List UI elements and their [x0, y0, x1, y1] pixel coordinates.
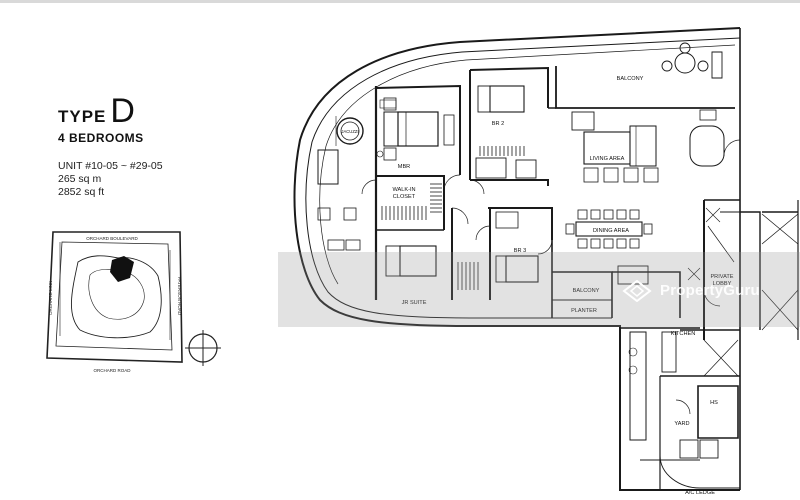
- unit-location-marker: [110, 256, 134, 282]
- label-walkin: WALK-IN: [392, 187, 415, 193]
- label-yard: YARD: [674, 421, 689, 427]
- label-jacuzzi: JACUZZI: [341, 129, 358, 134]
- unit-info: UNIT #10-05 ~ #29-05 265 sq m 2852 sq ft: [58, 160, 163, 199]
- label-living-area: LIVING AREA: [590, 156, 625, 162]
- bedroom-count: 4 BEDROOMS: [58, 131, 144, 145]
- top-border: [0, 0, 800, 3]
- label-closet: CLOSET: [393, 194, 416, 200]
- label-ac-ledge: A/C LEDGE: [685, 490, 715, 496]
- label-br3: BR 3: [514, 248, 526, 254]
- label-dining-area: DINING AREA: [593, 228, 629, 234]
- label-balcony-mid: BALCONY: [573, 288, 600, 294]
- label-kitchen: KITCHEN: [671, 331, 696, 337]
- propertyguru-logo-icon: [622, 280, 652, 302]
- site-landscape-outline: [70, 255, 162, 339]
- type-prefix: TYPE: [58, 107, 107, 126]
- road-label-bottom: ORCHARD ROAD: [93, 368, 131, 373]
- floor-plan: [293, 27, 799, 491]
- area-sqm: 265 sq m: [58, 173, 102, 185]
- label-hs: HS: [710, 400, 718, 406]
- label-planter: PLANTER: [571, 308, 597, 314]
- label-lobby: LOBBY: [713, 281, 732, 287]
- unit-range: UNIT #10-05 ~ #29-05: [58, 160, 163, 172]
- site-boundary: [46, 231, 183, 363]
- label-balcony-top: BALCONY: [617, 76, 644, 82]
- label-br2: BR 2: [492, 121, 504, 127]
- type-letter: D: [110, 92, 135, 130]
- label-mbr: MBR: [398, 164, 410, 170]
- road-label-right: PATERSON ROAD: [177, 277, 182, 316]
- road-label-top: ORCHARD BOULEVARD: [86, 236, 138, 241]
- label-private: PRIVATE: [710, 274, 733, 280]
- outer-facade-wall: [293, 27, 741, 491]
- road-label-left: ORCHARD LINK: [48, 281, 53, 315]
- area-sqft: 2852 sq ft: [58, 186, 105, 198]
- site-key-plan: [46, 231, 183, 363]
- label-jr-suite: JR SUITE: [402, 300, 427, 306]
- watermark-brand: PropertyGuru: [660, 282, 760, 299]
- watermark-band: [278, 252, 800, 327]
- north-compass-icon: [185, 330, 221, 366]
